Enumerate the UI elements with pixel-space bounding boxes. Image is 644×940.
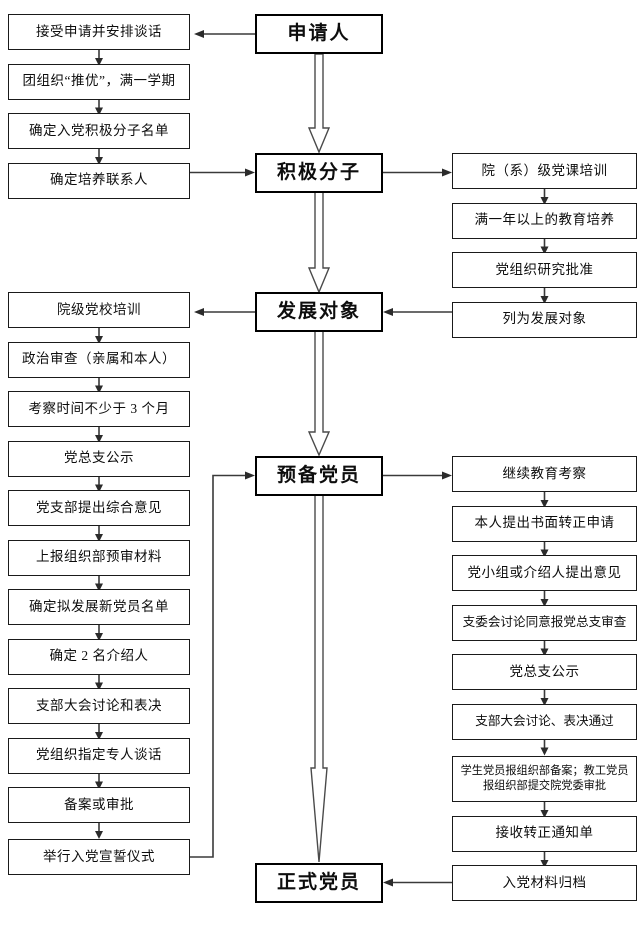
left-box-5[interactable]: 院级党校培训 — [8, 292, 190, 328]
left-box-13[interactable]: 支部大会讨论和表决 — [8, 688, 190, 724]
left-box-1[interactable]: 接受申请并安排谈话 — [8, 14, 190, 50]
right-box-2[interactable]: 满一年以上的教育培养 — [452, 202, 637, 239]
left-box-16[interactable]: 举行入党宣誓仪式 — [8, 839, 190, 875]
right-box-3[interactable]: 党组织研究批准 — [452, 252, 637, 288]
left-box-8[interactable]: 党总支公示 — [8, 440, 190, 477]
left-box-7[interactable]: 考察时间不少于 3 个月 — [8, 391, 190, 427]
right-box-8[interactable]: 支委会讨论同意报党总支审查 — [452, 604, 637, 641]
right-box-13[interactable]: 入党材料归档 — [452, 865, 637, 901]
left-box-6[interactable]: 政治审查（亲属和本人） — [8, 341, 190, 378]
left-box-10[interactable]: 上报组织部预审材料 — [8, 539, 190, 576]
stage-arrow-2 — [307, 191, 331, 294]
stage-box-activist[interactable]: 积极分子 — [255, 152, 383, 193]
right-box-9[interactable]: 党总支公示 — [452, 654, 637, 690]
stage-box-probationary-member[interactable]: 预备党员 — [255, 455, 383, 496]
stage-box-development-target[interactable]: 发展对象 — [255, 292, 383, 332]
right-box-6[interactable]: 本人提出书面转正申请 — [452, 505, 637, 542]
right-box-7[interactable]: 党小组或介绍人提出意见 — [452, 555, 637, 591]
stage-arrow-3 — [307, 330, 331, 457]
left-box-11[interactable]: 确定拟发展新党员名单 — [8, 589, 190, 625]
left-box-3[interactable]: 确定入党积极分子名单 — [8, 113, 190, 149]
right-box-10[interactable]: 支部大会讨论、表决通过 — [452, 703, 637, 740]
right-box-5[interactable]: 继续教育考察 — [452, 456, 637, 492]
stage-arrow-1 — [307, 53, 331, 154]
left-box-15[interactable]: 备案或审批 — [8, 787, 190, 823]
left-box-2[interactable]: 团组织“推优”，满一学期 — [8, 63, 190, 100]
stage-arrow-4 — [310, 494, 328, 863]
left-box-4[interactable]: 确定培养联系人 — [8, 162, 190, 199]
stage-box-applicant[interactable]: 申请人 — [255, 14, 383, 54]
right-box-11[interactable]: 学生党员报组织部备案；教工党员报组织部提交院党委审批 — [452, 755, 637, 802]
left-box-12[interactable]: 确定 2 名介绍人 — [8, 638, 190, 675]
left-box-14[interactable]: 党组织指定专人谈话 — [8, 737, 190, 774]
right-box-1[interactable]: 院（系）级党课培训 — [452, 153, 637, 189]
left-box-9[interactable]: 党支部提出综合意见 — [8, 490, 190, 526]
right-box-12[interactable]: 接收转正通知单 — [452, 815, 637, 852]
right-box-4[interactable]: 列为发展对象 — [452, 301, 637, 338]
stage-box-full-member[interactable]: 正式党员 — [255, 862, 383, 903]
